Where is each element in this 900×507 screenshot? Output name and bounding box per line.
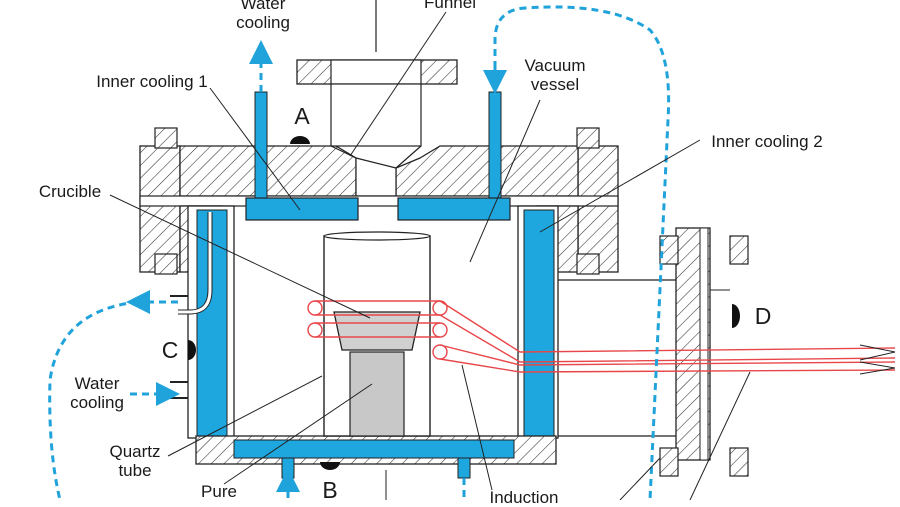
side-port [558, 227, 749, 477]
induction-label: Induction [489, 488, 559, 507]
port-c-label: C [161, 337, 179, 363]
quartz-tube-label: Quartz tube [100, 442, 170, 480]
quartz-tube-line1: Quartz [109, 442, 161, 461]
crucible [333, 311, 421, 351]
inner-cooling-1-label: Inner cooling 1 [96, 72, 208, 91]
vacuum-vessel-line1: Vacuum [524, 56, 586, 75]
port-b-label: B [322, 477, 338, 503]
water-cooling-left-line1: Water [74, 374, 120, 393]
pure-label: Pure [201, 482, 237, 501]
port-a-label: A [294, 103, 310, 129]
water-cooling-left-label: Water cooling [60, 374, 134, 412]
ingot [349, 351, 405, 437]
port-markers [188, 136, 740, 470]
crucible-label: Crucible [38, 182, 102, 201]
water-cooling-top-line1: Water [240, 0, 286, 13]
water-cooling-top-line2: cooling [236, 13, 290, 32]
inner-cooling-2-label: Inner cooling 2 [711, 132, 823, 151]
vacuum-vessel-label: Vacuum vessel [520, 56, 590, 94]
quartz-tube-line2: tube [118, 461, 152, 480]
port-d-label: D [754, 303, 772, 329]
inner-cooling-2 [397, 91, 511, 221]
water-cooling-left-line2: cooling [70, 393, 124, 412]
vacuum-vessel-line2: vessel [530, 75, 580, 94]
water-cooling-top-label: Water cooling [228, 0, 298, 32]
coolant-flow-arrows [48, 5, 671, 500]
funnel-assembly [296, 0, 458, 169]
inner-cooling-1 [245, 91, 359, 221]
vacuum-vessel-body [170, 205, 559, 479]
funnel-label: Funnel [424, 0, 476, 12]
induction-coil [307, 300, 896, 375]
leader-lines [109, 11, 751, 500]
